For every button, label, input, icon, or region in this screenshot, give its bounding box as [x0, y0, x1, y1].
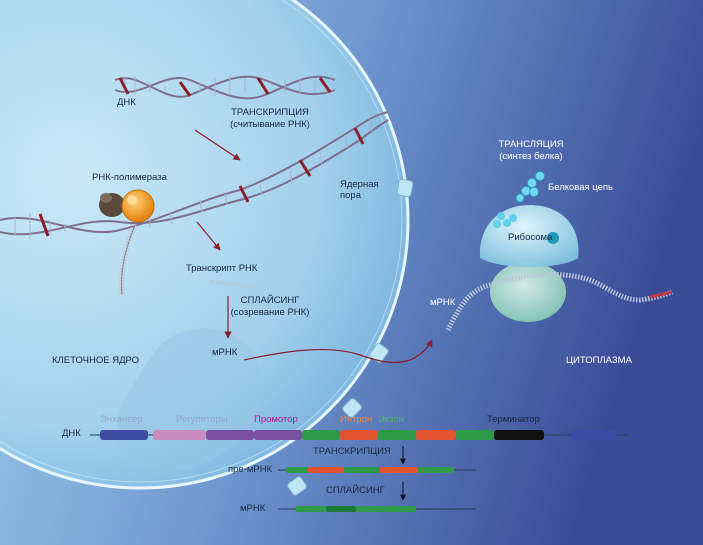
- regulators-block: [153, 430, 206, 440]
- label-pre-mrna: пре-мРНК: [228, 464, 273, 475]
- enhancer-block: [100, 430, 148, 440]
- label-translation-title: ТРАНСЛЯЦИЯ: [498, 139, 564, 150]
- dna-helix-middle: [0, 111, 389, 239]
- rna-transcript: [209, 280, 256, 289]
- protein-chain: [515, 171, 545, 203]
- label-transcription-sub: (считывание РНК): [230, 119, 310, 130]
- label-protein-chain: Белковая цепь: [548, 182, 614, 193]
- label-splicing-title: СПЛАЙСИНГ: [240, 295, 300, 306]
- label-cytoplasm: ЦИТОПЛАЗМА: [566, 355, 632, 366]
- arrow-to-transcript: [196, 221, 221, 251]
- exon-block: [378, 430, 416, 440]
- label-rna-polymerase: РНК-полимераза: [92, 172, 167, 183]
- exon-block: [456, 430, 494, 440]
- label-mrna-cytoplasm: мРНК: [430, 297, 456, 308]
- intron-block: [340, 430, 378, 440]
- label-terminator: Терминатор: [487, 414, 540, 425]
- rna-polymerase: [99, 189, 155, 223]
- exon-block: [302, 430, 340, 440]
- label-promoter: Промотор: [254, 414, 298, 425]
- gene-diagram: [90, 430, 628, 512]
- label-mrna-nucleus: мРНК: [212, 347, 238, 358]
- label-gene-transcription: ТРАНСКРИПЦИЯ: [313, 446, 391, 457]
- ribosome: [479, 205, 579, 322]
- label-exon: Экзон: [378, 414, 404, 425]
- promoter-block: [254, 430, 302, 440]
- enhancer-block: [570, 430, 616, 440]
- label-cell-nucleus: КЛЕТОЧНОЕ ЯДРО: [52, 355, 140, 366]
- label-translation-sub: (синтез белка): [499, 151, 563, 162]
- label-splicing-sub: (созревание РНК): [230, 307, 310, 318]
- mrna-cytoplasm-strand: [445, 272, 673, 332]
- label-regulators: Регуляторы: [176, 414, 228, 425]
- label-nuclear-pore: Ядерная пора: [340, 179, 379, 201]
- label-enhancer: Энхансер: [100, 414, 143, 425]
- nuclear-pore: [396, 178, 414, 198]
- label-gene-dna: ДНК: [62, 428, 81, 439]
- label-intron: Интрон: [340, 414, 373, 425]
- terminator-block: [494, 430, 544, 440]
- label-ribosome: Рибосома: [508, 232, 553, 243]
- label-dna-top: ДНК: [117, 97, 136, 108]
- nuclear-pore: [287, 476, 307, 496]
- label-rna-transcript: Транскрипт РНК: [186, 263, 258, 274]
- mrna-export-path: [243, 339, 433, 364]
- nuclear-pore: [342, 398, 362, 418]
- regulators-block: [206, 430, 254, 440]
- label-transcription-title: ТРАНСКРИПЦИЯ: [231, 107, 309, 118]
- arrow-transcription: [194, 129, 241, 161]
- dna-helix-top: [114, 75, 336, 100]
- cell-nucleus: [0, 0, 410, 490]
- intron-block: [416, 430, 456, 440]
- label-gene-splicing: СПЛАЙСИНГ: [326, 485, 385, 496]
- label-mrna-gene: мРНК: [240, 503, 266, 514]
